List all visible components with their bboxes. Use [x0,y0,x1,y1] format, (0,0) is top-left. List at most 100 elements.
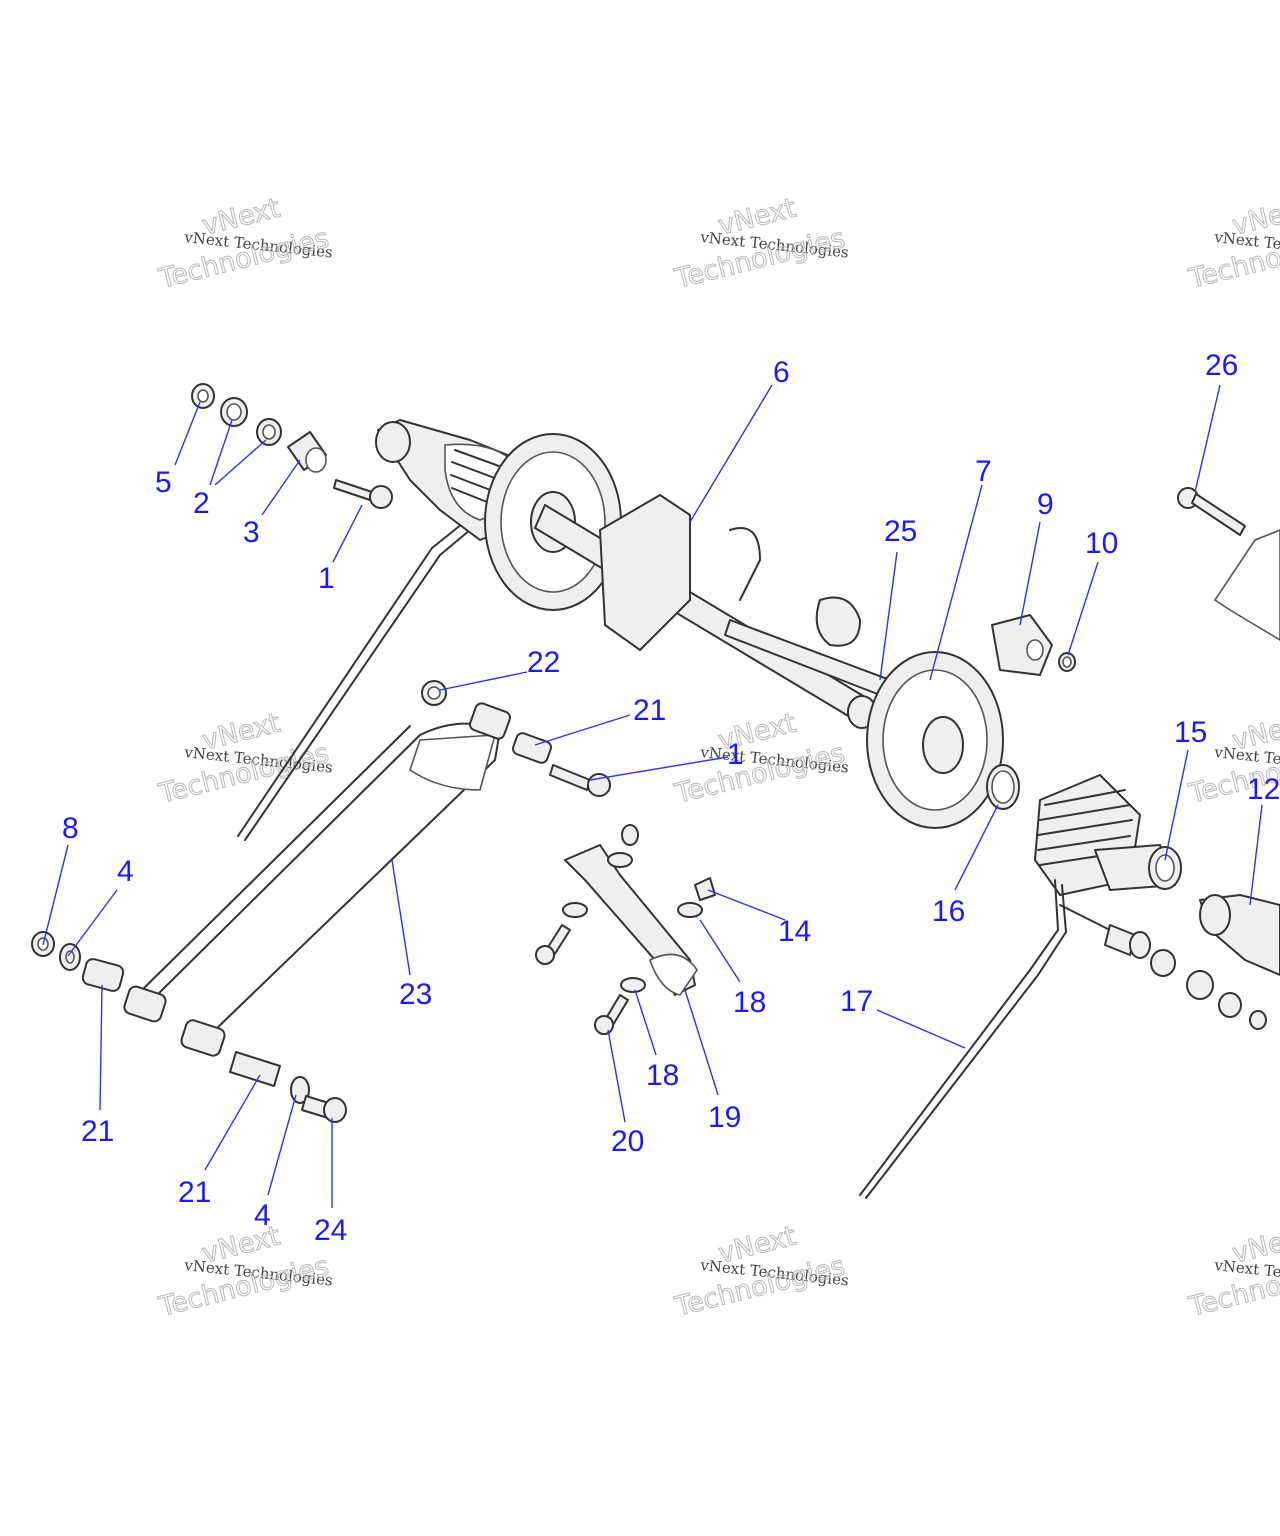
callout-21: 21 [178,1176,211,1209]
callout-3: 3 [243,516,260,549]
part-nut-5 [191,383,215,409]
leader-9 [1019,521,1041,626]
callout-21: 21 [81,1115,114,1148]
callout-10: 10 [1085,527,1118,560]
part-cap-9 [991,614,1053,676]
watermark: vNext vNext Technologies Technologies [1185,1220,1280,1323]
callout-6: 6 [773,356,790,389]
part-bolt-26 [1177,487,1246,536]
leader-15 [1164,749,1189,861]
leader-21a [534,714,631,746]
leader-2b [214,439,267,486]
callout-5: 5 [155,466,172,499]
watermark: vNext vNext Technologies Technologies [671,707,850,810]
callout-1: 1 [727,738,744,771]
part-spacer-21b [81,958,125,992]
part-bolt-1b [549,764,611,797]
callout-18: 18 [733,986,766,1019]
leader-10 [1067,561,1099,656]
part-spacer-3 [287,431,327,473]
leader-6 [689,384,773,523]
leader-18a [699,919,741,983]
part-bolt-20 [535,924,629,1035]
part-link-23 [141,702,512,1031]
leader-8 [42,844,69,946]
callout-20: 20 [611,1125,644,1158]
leader-17 [876,1009,966,1049]
watermarks: vNext vNext Technologies Technologies vN… [155,192,1280,1323]
watermark: vNext vNext Technologies Technologies [1185,192,1280,295]
leader-20 [607,1029,626,1123]
leader-4b [267,1094,297,1196]
part-right-hub-12 [1199,894,1280,976]
part-oring-16 [986,764,1020,810]
part-bolt-1 [333,479,393,509]
callout-14: 14 [778,915,811,948]
leader-1a [332,504,363,563]
callout-15: 15 [1174,716,1207,749]
callout-25: 25 [884,515,917,548]
part-washers-18 [562,824,703,993]
callout-26: 26 [1205,349,1238,382]
callout-2: 2 [193,487,210,520]
callout-18: 18 [646,1059,679,1092]
part-right-hardware [1104,924,1267,1030]
leader-26 [1194,384,1221,493]
leader-16 [954,804,999,891]
leader-21b [99,984,103,1111]
callout-8: 8 [62,812,79,845]
callout-22: 22 [527,646,560,679]
part-right-wheel-7 [866,651,1004,829]
leader-3 [261,459,301,516]
part-washer-4a [59,943,81,971]
leader-21c [204,1074,261,1171]
leader-lines [42,384,1263,1208]
leader-2a [209,419,233,486]
part-bushing-2b [256,418,282,446]
watermark: vNext vNext Technologies Technologies [155,1220,334,1323]
part-rod-17 [859,879,1121,1199]
callout-1: 1 [318,562,335,595]
part-bracket-right [1213,529,1280,641]
part-bolt-24 [301,1095,347,1123]
watermark: vNext vNext Technologies Technologies [671,1220,850,1323]
leader-12 [1249,804,1263,906]
callout-17: 17 [840,985,873,1018]
parts [31,383,1280,1199]
watermark: vNext vNext Technologies Technologies [671,192,850,295]
callout-12: 12 [1247,773,1280,806]
leader-19 [684,989,719,1096]
callout-23: 23 [399,978,432,1011]
callout-7: 7 [975,455,992,488]
leader-18b [634,989,657,1056]
part-pin-21c [229,1051,281,1087]
part-ring-10 [1058,652,1076,672]
callout-24: 24 [314,1214,347,1247]
callout-4: 4 [117,855,134,888]
leader-7 [929,484,983,681]
leader-14 [707,889,786,921]
part-axle-6 [534,494,891,729]
leader-22 [439,671,528,691]
part-spacer-21a [512,732,552,764]
callout-19: 19 [708,1101,741,1134]
watermark: vNext vNext Technologies Technologies [155,192,334,295]
leader-1b [589,756,729,781]
part-bushing-a [123,985,167,1023]
callout-16: 16 [932,895,965,928]
part-nut-22 [421,680,447,706]
part-bushing-b [180,1019,226,1057]
callouts: 5 2 3 1 6 7 25 9 10 26 22 21 1 15 12 16 … [62,349,1280,1247]
leader-4a [67,889,118,957]
part-left-spring-rod [237,523,471,841]
leader-5 [174,401,201,466]
callout-4: 4 [254,1199,271,1232]
watermark: vNext vNext Technologies Technologies [155,707,334,810]
part-clip-14 [694,877,716,901]
part-bushing-2a [220,397,248,427]
callout-21: 21 [633,694,666,727]
leader-23 [391,859,411,976]
part-bracket-19 [564,844,698,996]
leader-25 [879,551,898,681]
